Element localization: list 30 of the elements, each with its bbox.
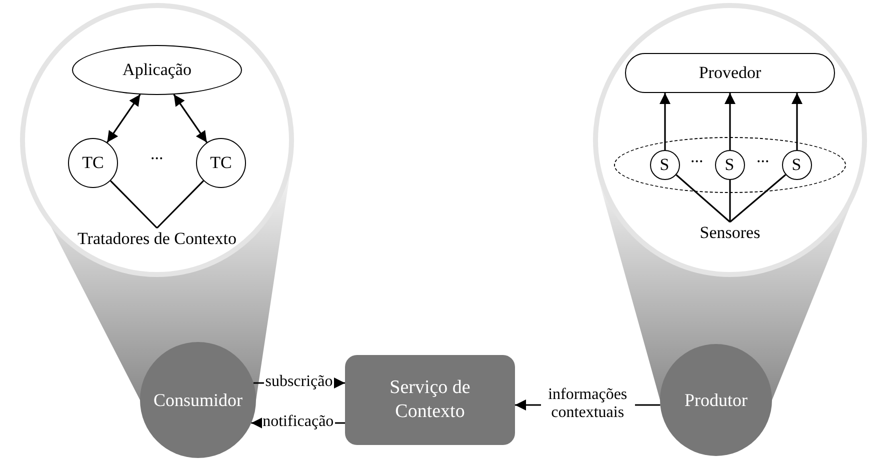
group-label: Sensores xyxy=(680,222,780,244)
sensor-circle xyxy=(714,150,744,180)
arrow xyxy=(173,94,208,143)
node-label: Produtor xyxy=(684,390,748,410)
edge-label: subscrição xyxy=(264,373,334,391)
node-label: S xyxy=(792,154,802,174)
node-label: TC xyxy=(82,153,104,173)
edge-label: notificação xyxy=(262,413,335,431)
node-label: TC xyxy=(210,153,232,173)
ellipsis-label: ... xyxy=(756,147,770,167)
handler-circle xyxy=(68,138,118,188)
ellipsis-label: ... xyxy=(150,144,164,164)
arrow xyxy=(791,93,803,150)
sensor-circle xyxy=(782,150,812,180)
handler-circle xyxy=(196,138,246,188)
node-label: Provedor xyxy=(698,63,762,83)
service-box xyxy=(345,355,515,445)
node-label: Aplicação xyxy=(122,60,192,80)
group-label: Tratadores de Contexto xyxy=(57,228,257,250)
arrow xyxy=(724,93,736,150)
node-label: S xyxy=(660,154,670,174)
arrow xyxy=(106,94,141,143)
arrow xyxy=(659,93,671,150)
node-label: Consumidor xyxy=(153,390,242,410)
ellipsis-label: ... xyxy=(690,147,704,167)
node-label: Serviço de Contexto xyxy=(388,376,472,424)
sensor-group-ellipse xyxy=(614,137,846,193)
sensor-circle xyxy=(650,150,680,180)
node-label: S xyxy=(724,154,734,174)
provider-box xyxy=(625,53,835,93)
